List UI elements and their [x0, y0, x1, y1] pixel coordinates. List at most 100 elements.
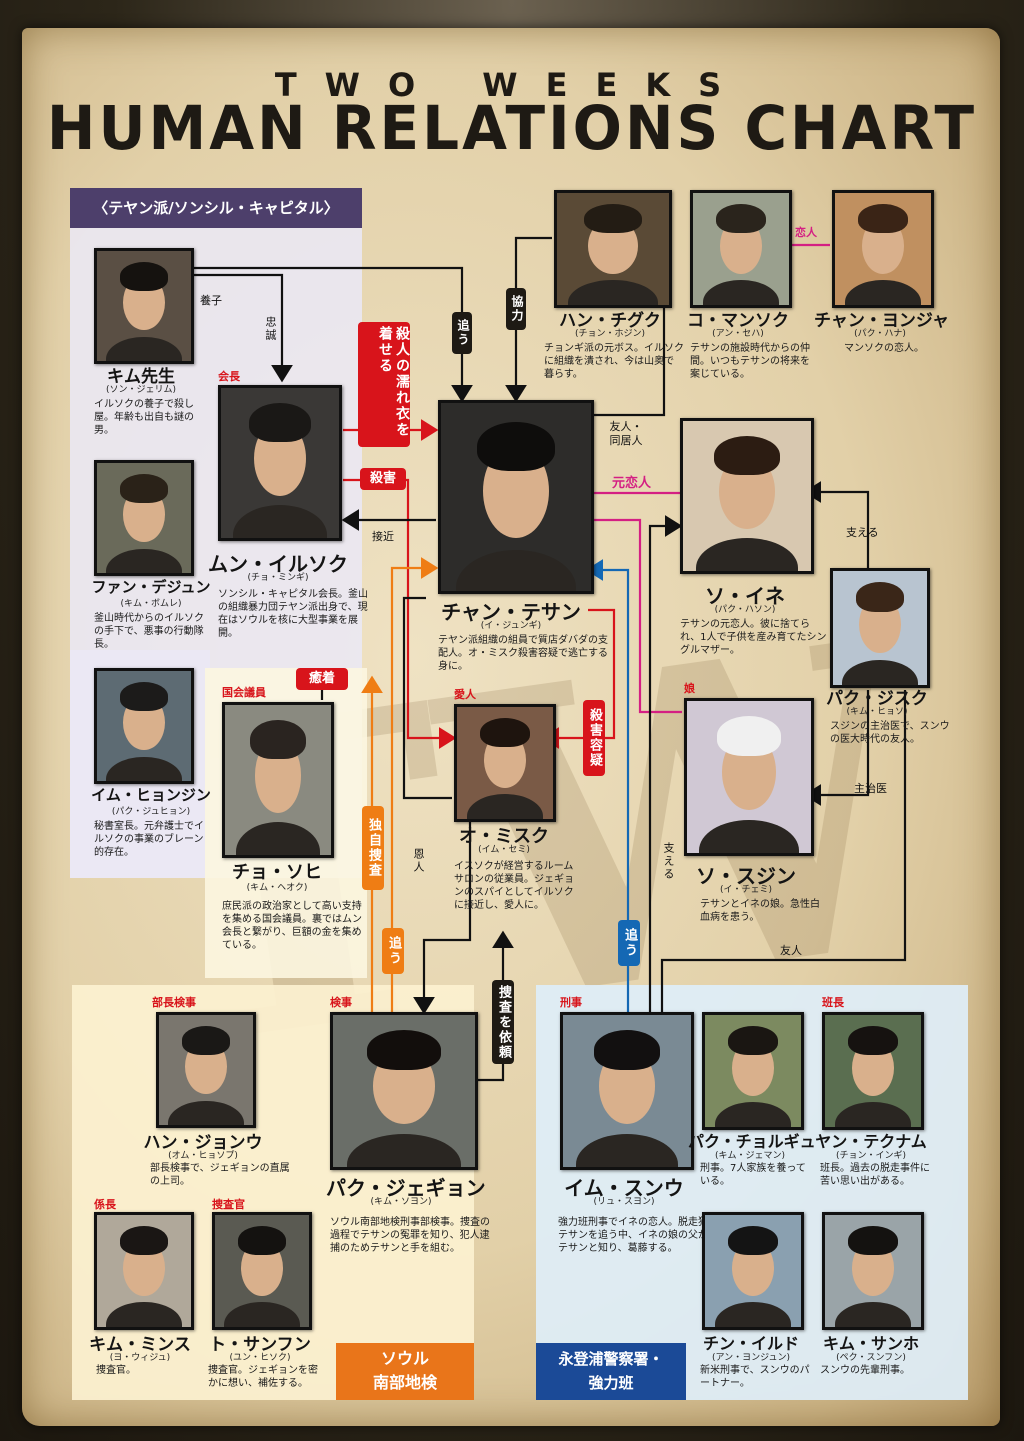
arrow-han-cooperate: [505, 236, 552, 403]
name-jang: チャン・テサン: [441, 600, 581, 624]
desc-han: チョンギ派の元ボス。イルソクに組織を潰され、今は山奥で暮らす。: [544, 343, 684, 380]
desc-omisuk: イスソクが経営するルームサロンの従業員。ジェギョンのスパイとしてイルソクに接近し…: [454, 861, 574, 911]
name-imh: イム・ヒョンジン: [91, 786, 211, 804]
actor-jin: (アン・ヨンジュン): [711, 1353, 791, 1363]
actor-omisuk: (イム・セミ): [478, 845, 530, 855]
portrait-parkc: [702, 1012, 804, 1130]
portrait-hair-imh: [119, 682, 169, 711]
actor-kim: (ソン・ジェリム): [105, 385, 177, 395]
portrait-hair-to: [237, 1226, 287, 1256]
name-parkj: パク・ジスク: [826, 689, 928, 709]
portrait-hanj: [156, 1012, 256, 1128]
teyan-faction-label: 〈テヤン派/ソンシル・キャピタル〉: [70, 188, 362, 228]
name-soine: ソ・イネ: [705, 584, 785, 608]
rel-collusion: 癒着: [296, 668, 348, 690]
name-kim: キム先生: [107, 367, 175, 387]
portrait-soine: [680, 418, 814, 574]
desc-jang: テヤン派組織の組員で質店ダバダの支配人。オ・ミスク殺害容疑で逃亡する身に。: [438, 635, 608, 672]
desc-imh: 秘書室長。元弁護士でイルソクの事業のブレーン的存在。: [94, 821, 204, 858]
arrow-kim-to-moon: [190, 273, 293, 383]
rel-friend-roommate: 友人・同居人: [608, 420, 644, 448]
portrait-hair-hanj: [181, 1026, 231, 1055]
portrait-hair-omisuk: [480, 718, 530, 748]
desc-jangy: マンソクの恋人。: [844, 343, 924, 354]
portrait-parkj: [830, 568, 930, 688]
actor-han: (チョン・ホジン): [574, 329, 646, 339]
arrow-jang-suspect-omisuk: [541, 608, 616, 749]
portrait-cho: [222, 702, 334, 858]
portrait-hair-kim: [119, 262, 169, 291]
role-to: 捜査官: [212, 1198, 245, 1211]
role-yang: 班長: [822, 996, 844, 1009]
rel-friend-roommate-text: 友人・同居人: [609, 420, 643, 447]
portrait-omisuk: [454, 704, 556, 822]
portrait-hwang: [94, 460, 194, 576]
portrait-body-jang: [456, 549, 576, 591]
portrait-body-hwang: [106, 548, 182, 573]
desc-hwang: 釜山時代からのイルソクの手下で、悪事の行動隊長。: [94, 613, 204, 650]
portrait-body-imh: [106, 756, 182, 781]
title-two-weeks: TWO WEEKS: [274, 66, 750, 104]
name-jangy: チャン・ヨンジャ: [814, 311, 949, 331]
desc-kim: イルソクの養子で殺し屋。年齢も出自も謎の男。: [94, 399, 194, 436]
rel-approach: 接近: [372, 530, 394, 543]
rel-loyalty: 忠誠: [264, 316, 277, 342]
portrait-body-han: [568, 280, 658, 305]
name-sujin: ソ・スジン: [696, 864, 796, 888]
desc-parkj: スジンの主治医で、スンウの医大時代の友人。: [830, 721, 950, 745]
portrait-body-jin: [714, 1302, 792, 1327]
name-kims: キム・サンホ: [822, 1334, 919, 1353]
rel-murder-suspect: 殺害容疑: [583, 700, 605, 776]
desc-cho: 庶民派の政治家として高い支持を集める国会議員。裏ではムン会長と繋がり、巨額の金を…: [222, 901, 362, 951]
portrait-hair-parkjg: [367, 1030, 441, 1070]
name-yang: ヤン・テクナム: [815, 1132, 927, 1151]
portrait-hair-kimm: [119, 1226, 169, 1256]
actor-yang: (チョン・インギ): [835, 1151, 907, 1161]
police-label-line1: 永登浦警察署・: [558, 1350, 664, 1368]
portrait-body-cho: [235, 822, 321, 855]
portrait-yang: [822, 1012, 924, 1130]
actor-parkjg: (キム・ソヨン): [370, 1197, 432, 1207]
role-parkjg: 検事: [330, 996, 352, 1009]
arrow-omisuk-benefactor: [402, 596, 452, 800]
portrait-hair-sujin: [716, 716, 782, 756]
portrait-kim: [94, 248, 194, 364]
portrait-han: [554, 190, 672, 308]
actor-kimm: (ヨ・ウィジュ): [109, 1353, 171, 1363]
actor-kims: (ペク・スンフン): [836, 1353, 906, 1363]
name-hanj: ハン・ジョンウ: [143, 1133, 263, 1153]
portrait-hair-soine: [713, 436, 781, 475]
portrait-ko: [690, 190, 792, 308]
portrait-body-kimm: [106, 1302, 182, 1327]
portrait-body-parkc: [714, 1102, 792, 1127]
role-hanj: 部長検事: [152, 996, 196, 1009]
desc-hanj: 部長検事で、ジェギョンの直属の上司。: [150, 1163, 290, 1187]
portrait-hair-han: [583, 204, 643, 234]
rel-follow-1: 追う: [452, 312, 472, 354]
portrait-body-soine: [695, 538, 799, 571]
name-kimm: キム・ミンス: [89, 1335, 191, 1355]
actor-soine: (パク・ハソン): [714, 605, 776, 615]
rel-own-investigation: 独自捜査: [362, 806, 384, 890]
rel-frame-murder: 殺人の濡れ衣を着せる: [358, 322, 410, 447]
seoul-label-line2: 南部地検: [372, 1373, 437, 1392]
police-label: 永登浦警察署・強力班: [536, 1343, 686, 1400]
desc-kimm: 捜査官。: [96, 1365, 136, 1376]
actor-ko: (アン・セハ): [712, 329, 764, 339]
rel-adopted: 養子: [200, 294, 222, 307]
name-parkjg: パク・ジェギョン: [326, 1176, 486, 1200]
portrait-hair-parkj: [855, 582, 905, 613]
desc-ims: 強力班刑事でイネの恋人。脱走犯テサンを追う中、イネの娘の父がテサンと知り、葛藤す…: [558, 1217, 708, 1254]
desc-to: 捜査官。ジェギョンを密かに想い、補佐する。: [208, 1365, 318, 1389]
portrait-moon: [218, 385, 342, 541]
name-omisuk: オ・ミスク: [459, 826, 549, 847]
rel-doctor: 主治医: [854, 782, 887, 795]
portrait-jang: [438, 400, 594, 594]
name-han: ハン・チグク: [559, 311, 661, 331]
name-hwang: ファン・デジュン: [91, 578, 211, 596]
role-kimm: 係長: [94, 1198, 116, 1211]
desc-kims: スンウの先輩刑事。: [820, 1365, 910, 1376]
rel-support-2: 支える: [662, 842, 675, 881]
role-moon: 会長: [218, 370, 240, 383]
police-label-line2: 強力班: [588, 1374, 634, 1392]
